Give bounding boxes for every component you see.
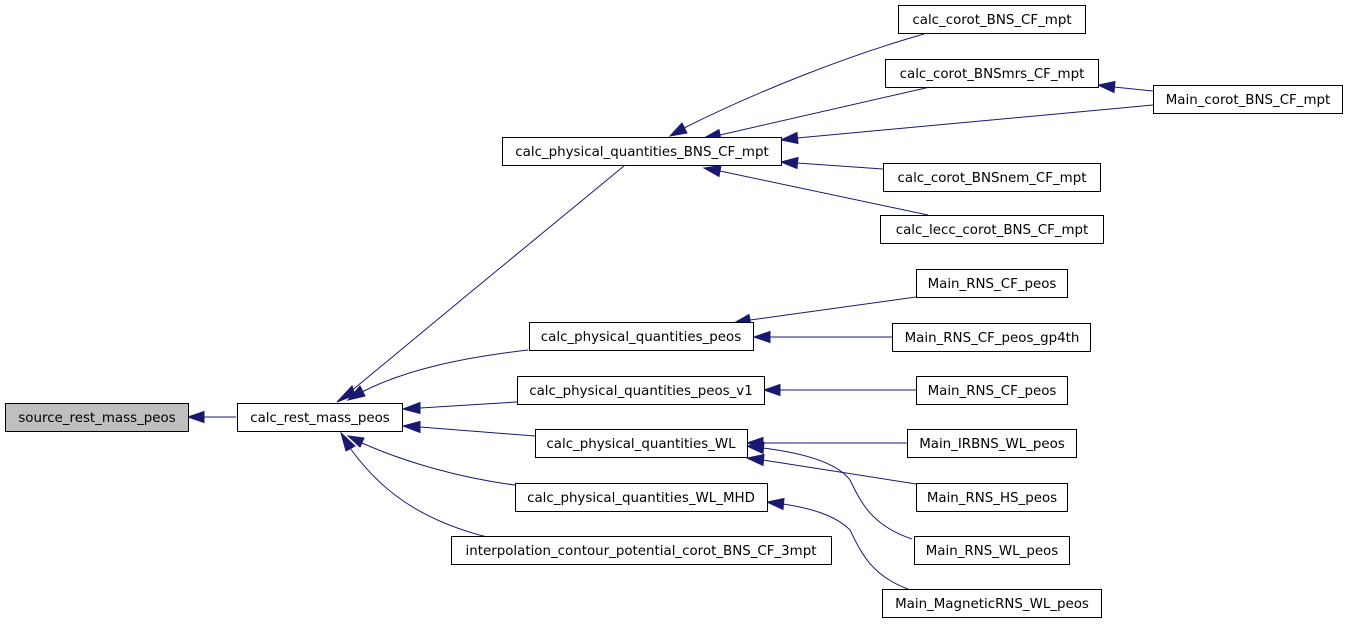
node-calc_corot_BNSmrs_CF_mpt[interactable]: calc_corot_BNSmrs_CF_mpt: [885, 59, 1099, 88]
node-calc_corot_BNS_CF_mpt[interactable]: calc_corot_BNS_CF_mpt: [898, 5, 1086, 34]
edge-interpolation_contour_potential-to-calc_rest_mass_peos: [340, 431, 488, 538]
edge-Main_IRBNS_WL_peos-to-calc_physical_quantities_WL: [745, 436, 907, 450]
node-calc_corot_BNSnem_CF_mpt[interactable]: calc_corot_BNSnem_CF_mpt: [883, 163, 1101, 192]
edge-calc_lecc_corot_BNS_CF_mpt-to-calc_physical_quantities_BNS_CF_mpt: [702, 164, 929, 216]
edge-calc_physical_quantities_peos_v1-to-calc_rest_mass_peos: [401, 401, 518, 415]
edge-Main_MagneticRNS_WL_peos-to-calc_physical_quantities_WL_MHD: [765, 497, 909, 590]
svg-text:calc_lecc_corot_BNS_CF_mpt: calc_lecc_corot_BNS_CF_mpt: [896, 223, 1089, 238]
node-interpolation_contour_potential_corot_BNS_CF_3mpt[interactable]: interpolation_contour_potential_corot_BN…: [451, 536, 832, 565]
svg-text:calc_corot_BNSmrs_CF_mpt: calc_corot_BNSmrs_CF_mpt: [900, 67, 1085, 82]
edge-calc_rest_mass_peos-to-source_rest_mass_peos: [186, 410, 236, 424]
node-calc_lecc_corot_BNS_CF_mpt[interactable]: calc_lecc_corot_BNS_CF_mpt: [880, 215, 1104, 244]
node-source_rest_mass_peos: source_rest_mass_peos: [5, 403, 189, 432]
node-calc_physical_quantities_peos_v1[interactable]: calc_physical_quantities_peos_v1: [517, 376, 765, 405]
svg-text:Main_corot_BNS_CF_mpt: Main_corot_BNS_CF_mpt: [1166, 93, 1331, 108]
svg-text:Main_MagneticRNS_WL_peos: Main_MagneticRNS_WL_peos: [895, 597, 1089, 612]
node-calc_rest_mass_peos[interactable]: calc_rest_mass_peos: [237, 403, 403, 432]
edge-calc_physical_quantities_BNS_CF_mpt-to-calc_rest_mass_peos: [336, 165, 625, 403]
svg-text:Main_RNS_WL_peos: Main_RNS_WL_peos: [926, 544, 1059, 559]
edge-calc_corot_BNSnem_CF_mpt-to-calc_physical_quantities_BNS_CF_mpt: [779, 156, 884, 170]
svg-text:Main_RNS_CF_peos: Main_RNS_CF_peos: [928, 384, 1057, 399]
edge-calc_physical_quantities_peos-to-calc_rest_mass_peos: [346, 349, 529, 401]
edge-Main_RNS_CF_peos-to-calc_physical_quantities_peos: [732, 296, 917, 327]
node-Main_RNS_CF_peos-1[interactable]: Main_RNS_CF_peos: [916, 269, 1068, 298]
node-Main_RNS_CF_peos_gp4th[interactable]: Main_RNS_CF_peos_gp4th: [892, 323, 1091, 352]
svg-text:calc_physical_quantities_peos: calc_physical_quantities_peos: [541, 330, 741, 345]
edge-calc_physical_quantities_WL-to-calc_rest_mass_peos: [401, 420, 536, 437]
edge-Main_corot_BNS_CF_mpt-to-calc_corot_BNSmrs_CF_mpt: [1096, 80, 1154, 94]
svg-text:calc_physical_quantities_WL_MH: calc_physical_quantities_WL_MHD: [527, 491, 755, 506]
svg-text:Main_RNS_CF_peos_gp4th: Main_RNS_CF_peos_gp4th: [905, 331, 1080, 346]
svg-text:calc_physical_quantities_WL: calc_physical_quantities_WL: [546, 437, 736, 452]
svg-text:source_rest_mass_peos: source_rest_mass_peos: [18, 411, 175, 426]
svg-text:Main_IRBNS_WL_peos: Main_IRBNS_WL_peos: [919, 437, 1065, 452]
node-calc_physical_quantities_WL_MHD[interactable]: calc_physical_quantities_WL_MHD: [515, 483, 768, 512]
edge-Main_RNS_HS_peos-to-calc_physical_quantities_WL: [745, 453, 917, 485]
node-calc_physical_quantities_peos[interactable]: calc_physical_quantities_peos: [529, 322, 754, 351]
edge-Main_RNS_CF_peos-to-calc_physical_quantities_peos_v1: [762, 383, 916, 397]
svg-text:calc_physical_quantities_BNS_C: calc_physical_quantities_BNS_CF_mpt: [515, 145, 768, 160]
svg-text:calc_physical_quantities_peos_: calc_physical_quantities_peos_v1: [529, 384, 753, 399]
svg-text:calc_corot_BNSnem_CF_mpt: calc_corot_BNSnem_CF_mpt: [898, 171, 1087, 186]
svg-text:calc_rest_mass_peos: calc_rest_mass_peos: [250, 411, 390, 426]
svg-text:Main_RNS_CF_peos: Main_RNS_CF_peos: [928, 277, 1057, 292]
edge-calc_physical_quantities_WL_MHD-to-calc_rest_mass_peos: [346, 435, 516, 486]
edge-Main_RNS_CF_peos_gp4th-to-calc_physical_quantities_peos: [752, 330, 892, 344]
node-Main_RNS_HS_peos[interactable]: Main_RNS_HS_peos: [916, 483, 1068, 512]
svg-text:interpolation_contour_potentia: interpolation_contour_potential_corot_BN…: [466, 544, 817, 559]
edge-Main_corot_BNS_CF_mpt-to-calc_physical_quantities_BNS_CF_mpt: [779, 104, 1154, 145]
edge-Main_RNS_WL_peos-to-calc_physical_quantities_WL: [745, 441, 913, 540]
node-Main_RNS_WL_peos[interactable]: Main_RNS_WL_peos: [914, 536, 1070, 565]
svg-text:calc_corot_BNS_CF_mpt: calc_corot_BNS_CF_mpt: [912, 13, 1071, 28]
node-Main_MagneticRNS_WL_peos[interactable]: Main_MagneticRNS_WL_peos: [882, 589, 1102, 618]
edge-calc_corot_BNSmrs_CF_mpt-to-calc_physical_quantities_BNS_CF_mpt: [702, 86, 931, 142]
node-calc_physical_quantities_WL[interactable]: calc_physical_quantities_WL: [535, 429, 748, 458]
node-Main_RNS_CF_peos-2[interactable]: Main_RNS_CF_peos: [916, 376, 1068, 405]
edge-calc_corot_BNS_CF_mpt-to-calc_physical_quantities_BNS_CF_mpt: [668, 33, 925, 137]
svg-text:Main_RNS_HS_peos: Main_RNS_HS_peos: [927, 491, 1057, 506]
node-calc_physical_quantities_BNS_CF_mpt[interactable]: calc_physical_quantities_BNS_CF_mpt: [502, 137, 782, 166]
node-Main_corot_BNS_CF_mpt[interactable]: Main_corot_BNS_CF_mpt: [1153, 85, 1343, 114]
node-Main_IRBNS_WL_peos[interactable]: Main_IRBNS_WL_peos: [907, 429, 1077, 458]
